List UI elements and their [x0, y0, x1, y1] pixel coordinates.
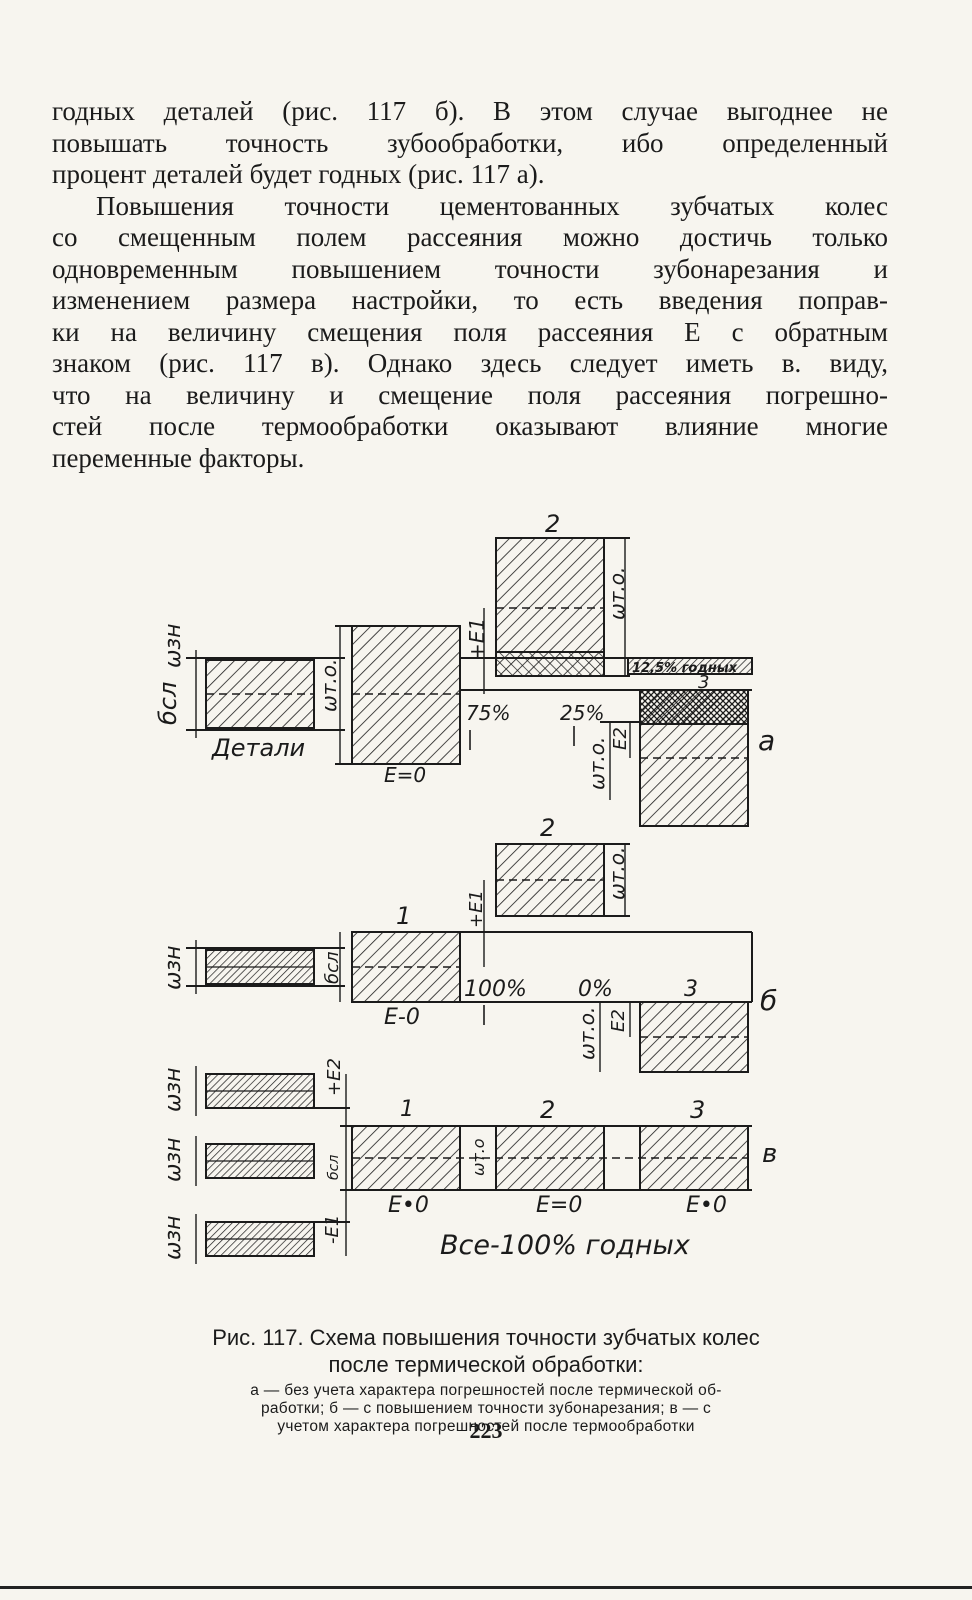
e-zero-v3: E•0: [686, 1193, 727, 1218]
omega-zn-b: ωзн: [161, 945, 186, 990]
sigma-label-v: бсл: [326, 1155, 342, 1180]
minus-e1-v: -E1: [322, 1215, 343, 1244]
pct-12-5-a: 12,5% годных: [632, 661, 738, 676]
text-line: стей после термообработки оказывают влия…: [52, 411, 888, 441]
omega-to-a3: ωт.о.: [585, 737, 609, 790]
figure-legend: а — без учета характера погрешностей пос…: [130, 1382, 842, 1436]
omega-to-a1: ωт.о.: [317, 659, 341, 712]
caption-legend-line: работки; б — с повышением точности зубон…: [260, 1400, 712, 1417]
num-2-b: 2: [540, 814, 555, 842]
omega-to-b1: ωт.о.: [605, 847, 629, 900]
e2-a: E2: [610, 727, 631, 750]
all-good-label: Все-100% годных: [440, 1230, 691, 1261]
paragraph-1: годных деталей (рис. 117 б). В этом случ…: [52, 96, 888, 191]
plus-e2-v: +E2: [324, 1058, 345, 1096]
block-1-a: [351, 625, 461, 765]
pct-25-a: 25%: [560, 701, 604, 725]
text-line: одновременным повышением точности зубона…: [52, 253, 888, 284]
sigma-label-b: бсл: [322, 951, 343, 984]
text-line: повышать точность зубообработки, ибо опр…: [52, 127, 888, 158]
letter-v: в: [762, 1139, 777, 1169]
omega-to-a2: ωт.о.: [605, 567, 629, 620]
paragraph-2: Повышения точности цементованных зубчаты…: [52, 191, 888, 475]
page-number: 223: [469, 1418, 503, 1443]
omega-zn-v1: ωзн: [161, 1067, 186, 1112]
text-line: переменные факторы.: [52, 442, 305, 473]
caption-title-line: Рис. 117. Схема повышения точности зубча…: [212, 1325, 760, 1350]
omega-zn-v2: ωзн: [161, 1137, 186, 1182]
figure-caption: Рис. 117. Схема повышения точности зубча…: [130, 1324, 842, 1378]
diagram-a: [186, 537, 753, 827]
e-zero-v1: E•0: [388, 1193, 429, 1218]
caption-title-line: после термической обработки:: [328, 1352, 644, 1377]
omega-to-b2: ωт.о.: [575, 1007, 599, 1060]
pct-100-b: 100%: [464, 977, 527, 1002]
num-3-b: 3: [684, 977, 698, 1002]
plus-e1-b: +E1: [466, 890, 487, 928]
text-line: годных деталей (рис. 117 б). В этом случ…: [52, 96, 888, 126]
caption-legend-line: учетом характера погрешностей после терм…: [277, 1418, 695, 1435]
text-line: со смещенным полем рассеяния можно дости…: [52, 222, 888, 252]
e2-b: E2: [608, 1009, 629, 1032]
text-line: процент деталей будет годных (рис. 117 а…: [52, 159, 545, 189]
omega-to-v: ωт.о: [469, 1138, 488, 1176]
parts-label: Детали: [211, 734, 305, 762]
text-line: что на величину и смещение поля рассеяни…: [52, 379, 888, 410]
text-line: знаком (рис. 117 в). Однако здесь следуе…: [52, 348, 888, 378]
text-line: Повышения точности цементованных зубчаты…: [96, 190, 888, 221]
bottom-rule: [0, 1586, 972, 1589]
num-1-v: 1: [400, 1097, 414, 1122]
omega-zn-a: ωзн: [161, 623, 186, 668]
pct-0-b: 0%: [578, 977, 613, 1002]
letter-b: б: [760, 984, 777, 1017]
e-zero-a: E=0: [384, 763, 426, 787]
sigma-label-a: бсл: [154, 682, 182, 725]
letter-a: а: [758, 724, 775, 757]
body-text: годных деталей (рис. 117 б). В этом случ…: [52, 96, 888, 474]
num-2-a: 2: [545, 510, 560, 538]
num-1-b: 1: [396, 902, 411, 930]
text-line: ки на величину смещения поля рассеяния Е…: [52, 316, 888, 347]
plus-e1-a: +E1: [465, 618, 489, 660]
num-2-v: 2: [540, 1096, 555, 1124]
num-3-v: 3: [690, 1096, 705, 1124]
figure-117: бсл ωзн Детали ωт.о. E=0 +E1 2 ωт.о. 75%…: [154, 510, 777, 1264]
diagram-v: [195, 1066, 752, 1264]
num-3-a: 3: [698, 672, 709, 693]
diagram-b: [186, 843, 753, 1073]
caption-legend-line: а — без учета характера погрешностей пос…: [250, 1382, 722, 1399]
text-line: изменением размера настройки, то есть вв…: [52, 285, 888, 315]
pct-75-a: 75%: [466, 701, 510, 725]
e-zero-v2: E=0: [536, 1193, 582, 1218]
e-zero-b: E-0: [384, 1005, 420, 1030]
omega-zn-v3: ωзн: [161, 1215, 186, 1260]
